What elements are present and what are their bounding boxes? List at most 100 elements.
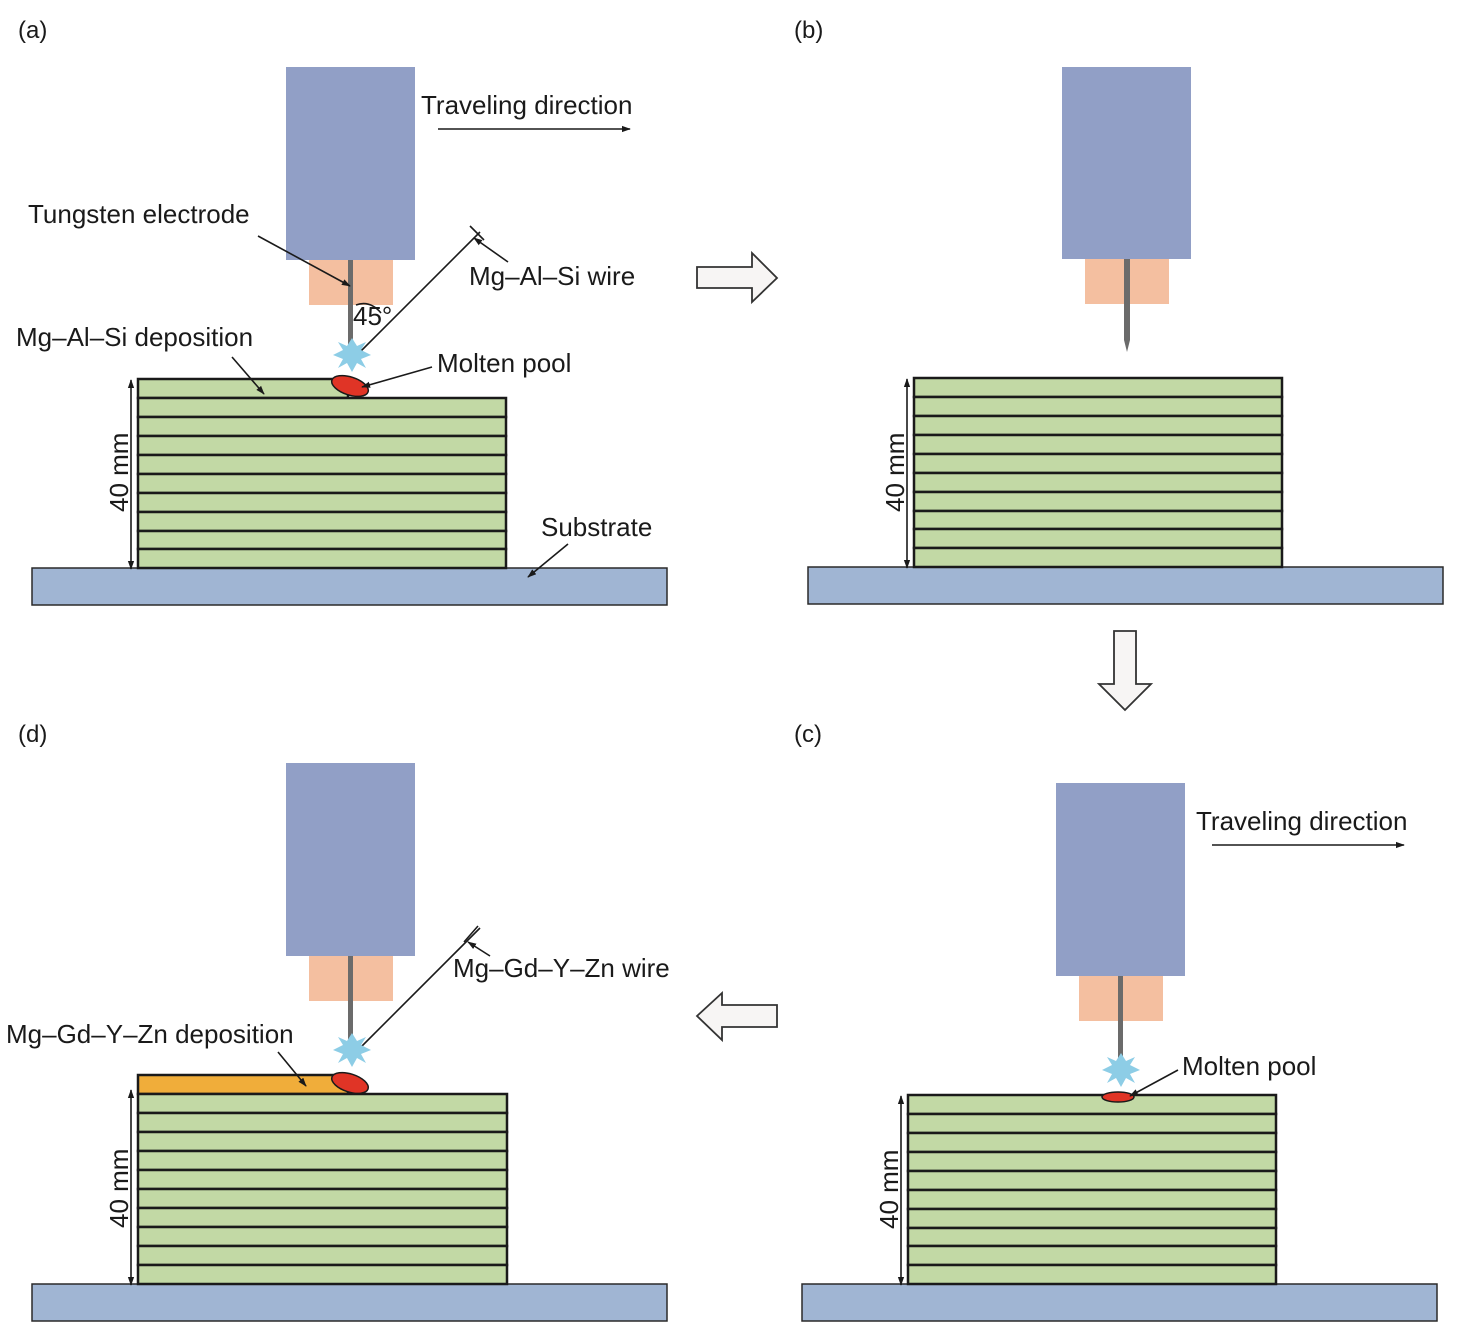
torch-body — [286, 67, 415, 260]
wire-end-tick — [469, 225, 485, 241]
deposited-layers — [912, 376, 1284, 569]
molten-pool — [330, 374, 370, 398]
layer — [136, 396, 508, 419]
tungsten-electrode — [1118, 976, 1123, 1062]
layer — [906, 1263, 1278, 1286]
layer — [136, 1263, 509, 1286]
panel-a-label: (a) — [18, 17, 47, 44]
angle-label: 45° — [353, 301, 392, 331]
layer — [136, 529, 508, 551]
layer — [912, 433, 1284, 456]
molten-pool-leader — [361, 366, 433, 388]
height-label: 40 mm — [104, 1149, 134, 1228]
deposition-leader — [277, 1051, 307, 1087]
layer — [906, 1188, 1278, 1211]
layer — [136, 1244, 509, 1267]
layer — [912, 414, 1284, 437]
tungsten-electrode — [348, 956, 353, 1041]
substrate-label: Substrate — [541, 512, 652, 542]
layer — [912, 471, 1284, 494]
top-layer-partial — [136, 377, 350, 400]
layer — [136, 510, 508, 533]
layer — [912, 527, 1284, 550]
left-arrow-icon — [695, 990, 778, 1043]
arc-spark-icon — [333, 1033, 371, 1067]
layer — [906, 1150, 1278, 1173]
panel-d-label: (d) — [18, 721, 47, 748]
layer — [906, 1112, 1278, 1135]
wire-line — [351, 231, 481, 361]
panel-b-label: (b) — [794, 17, 823, 44]
substrate — [31, 567, 668, 606]
layer — [912, 546, 1284, 569]
torch-body — [1056, 783, 1185, 976]
deposited-layers — [136, 377, 508, 570]
layer — [136, 434, 508, 457]
molten-pool-label: Molten pool — [1182, 1051, 1316, 1081]
layer — [906, 1226, 1278, 1248]
torch-body — [1062, 67, 1191, 259]
wire-label: Mg–Al–Si wire — [469, 261, 635, 291]
layer — [912, 490, 1284, 513]
layer — [912, 395, 1284, 418]
molten-pool-label: Molten pool — [437, 348, 571, 378]
layer — [136, 415, 508, 438]
layer — [136, 1149, 509, 1172]
wire-leader — [473, 237, 509, 263]
substrate — [801, 1283, 1438, 1322]
layer — [136, 453, 508, 476]
right-arrow-icon — [696, 250, 779, 305]
traveling-direction-label: Traveling direction — [1196, 806, 1407, 836]
layer — [136, 1168, 509, 1191]
substrate — [31, 1283, 668, 1322]
arc-spark-icon — [333, 338, 371, 372]
height-label: 40 mm — [874, 1150, 904, 1229]
layer — [912, 509, 1284, 531]
layer — [136, 1225, 509, 1248]
layer — [136, 1092, 509, 1115]
angle-arc — [355, 302, 382, 314]
panel-c: (c) Traveling direction Molten pool 40 m… — [794, 721, 1438, 1322]
layer — [136, 1206, 509, 1229]
down-arrow-icon — [1096, 630, 1154, 712]
tungsten-electrode — [348, 260, 353, 345]
wire-label: Mg–Gd–Y–Zn wire — [453, 953, 670, 983]
deposited-layers — [906, 1093, 1278, 1286]
layer — [136, 1111, 509, 1134]
tungsten-electrode-label: Tungsten electrode — [28, 199, 250, 229]
traveling-direction-label: Traveling direction — [421, 90, 632, 120]
wire-end-tick — [463, 925, 479, 943]
substrate-leader — [527, 543, 569, 578]
layer — [136, 491, 508, 514]
arc-spark-icon — [1102, 1053, 1140, 1087]
layer — [906, 1131, 1278, 1154]
layer — [906, 1169, 1278, 1192]
molten-pool-leader — [1129, 1069, 1179, 1097]
mg-gd-y-zn-layer — [136, 1073, 350, 1096]
deposited-layers — [136, 1092, 509, 1286]
layer — [136, 547, 508, 570]
molten-pool — [330, 1071, 370, 1095]
molten-pool — [1101, 1091, 1135, 1103]
tungsten-electrode-leader — [257, 235, 351, 287]
layer — [906, 1244, 1278, 1267]
layer — [136, 1187, 509, 1210]
torch-body — [286, 763, 415, 956]
height-label: 40 mm — [104, 433, 134, 512]
deposition-leader — [231, 356, 265, 395]
height-label: 40 mm — [880, 433, 910, 512]
substrate — [807, 566, 1444, 605]
layer — [906, 1093, 1278, 1116]
tungsten-electrode — [1124, 259, 1130, 352]
layer — [912, 452, 1284, 475]
panel-b: (b) 40 mm — [794, 17, 1444, 605]
wire-line — [351, 927, 481, 1057]
panel-d: (d) Mg–Gd–Y–Zn wire Mg–Gd–Y–Zn depositio… — [6, 721, 670, 1322]
layer — [906, 1207, 1278, 1230]
layer — [136, 472, 508, 495]
deposition-label: Mg–Al–Si deposition — [16, 322, 253, 352]
panel-a: (a) Traveling direction Tungsten electro… — [16, 17, 668, 606]
deposition-label: Mg–Gd–Y–Zn deposition — [6, 1019, 294, 1049]
layer — [136, 1130, 509, 1153]
